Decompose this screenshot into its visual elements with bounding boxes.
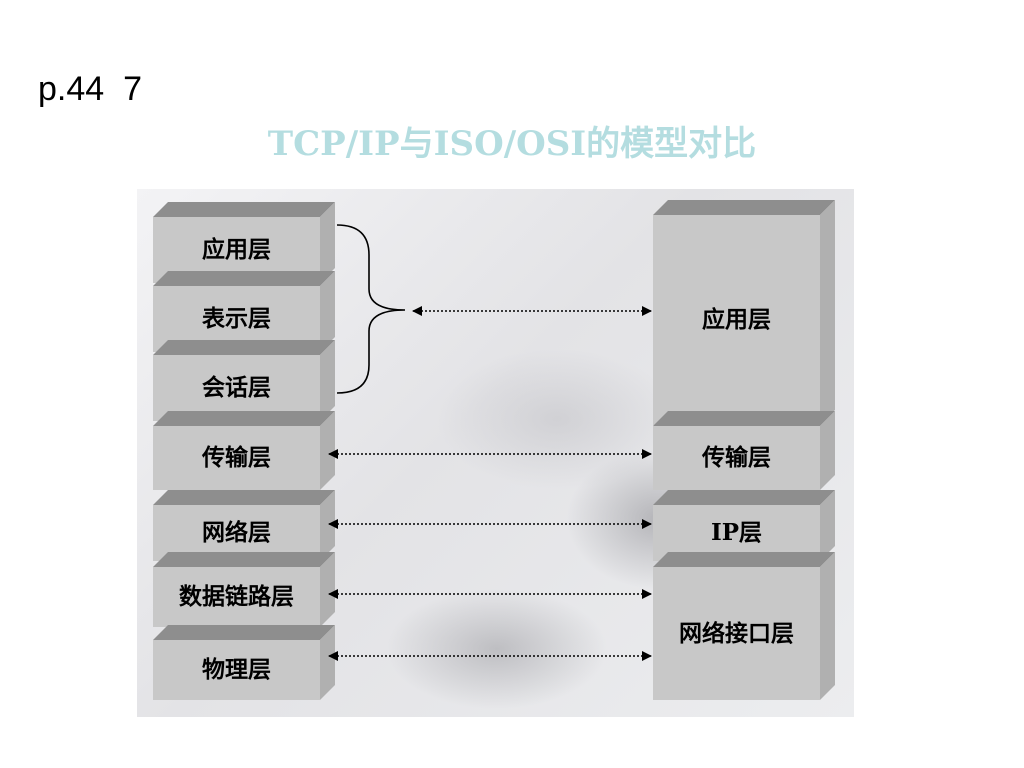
osi-layer-label-application: 应用层 xyxy=(202,236,271,263)
osi-layer-box-2-side xyxy=(320,271,335,352)
tcpip-layer-box-2-front xyxy=(653,426,820,490)
osi-layer-box-7-front xyxy=(153,640,320,700)
osi-layer-box-1-top xyxy=(153,202,335,217)
osi-layer-label-transport: 传输层 xyxy=(202,444,271,471)
osi-layer-box-6-top xyxy=(153,552,335,567)
model-comparison-figure: 应用层 表示层 会话层 传输层 网络层 数据链路层 物理层 应用层 传输层 IP… xyxy=(137,189,854,717)
tcpip-layer-box-4-top xyxy=(653,552,835,567)
tcpip-layer-label-interface: 网络接口层 xyxy=(679,620,794,647)
osi-layer-box-2-top xyxy=(153,271,335,286)
osi-layer-box-1-side xyxy=(320,202,335,283)
osi-layer-box-7-side xyxy=(320,625,335,700)
osi-layer-box-3-front xyxy=(153,355,320,421)
osi-layer-label-presentation: 表示层 xyxy=(202,305,271,332)
osi-stack xyxy=(153,202,335,700)
tcpip-layer-box-1-top xyxy=(653,200,835,215)
osi-layer-box-6 xyxy=(153,552,335,627)
osi-layer-box-4-top xyxy=(153,411,335,426)
diagram-graphics xyxy=(153,200,835,700)
osi-layer-label-datalink: 数据链路层 xyxy=(179,583,294,610)
osi-layer-box-5-side xyxy=(320,490,335,561)
diagram-title: TCP/IP与ISO/OSI的模型对比 xyxy=(267,124,757,164)
tcpip-layer-box-1-front xyxy=(653,215,820,425)
upper-layers-brace xyxy=(336,224,406,394)
tcpip-layer-box-2 xyxy=(653,411,835,490)
layer-mapping-arrows xyxy=(328,306,652,661)
tcpip-layer-box-1-side xyxy=(820,200,835,425)
tcpip-layer-box-4-front xyxy=(653,567,820,700)
tcpip-layer-box-4-side xyxy=(820,552,835,700)
tcpip-layer-box-3-front xyxy=(653,505,820,561)
tcpip-layer-label-application: 应用层 xyxy=(702,306,771,333)
osi-layer-box-7 xyxy=(153,625,335,700)
osi-layer-box-3-side xyxy=(320,340,335,421)
osi-layer-box-5-top xyxy=(153,490,335,505)
tcpip-layer-box-3-top xyxy=(653,490,835,505)
osi-layer-box-3 xyxy=(153,340,335,421)
osi-layer-box-5 xyxy=(153,490,335,561)
page-number-label: p.44 7 xyxy=(38,70,142,108)
tcpip-stack xyxy=(653,200,835,700)
osi-layer-label-network: 网络层 xyxy=(202,519,271,546)
osi-layer-box-4 xyxy=(153,411,335,490)
tcpip-layer-box-2-top xyxy=(653,411,835,426)
osi-layer-box-7-top xyxy=(153,625,335,640)
osi-layer-label-physical: 物理层 xyxy=(202,656,271,683)
tcpip-layer-label-transport: 传输层 xyxy=(702,444,771,471)
tcpip-layer-box-2-side xyxy=(820,411,835,490)
tcpip-layer-box-3-side xyxy=(820,490,835,561)
osi-layer-box-6-side xyxy=(320,552,335,627)
tcpip-layer-box-1 xyxy=(653,200,835,425)
tcpip-layer-box-3 xyxy=(653,490,835,561)
tcpip-layer-box-4 xyxy=(653,552,835,700)
osi-layer-box-4-front xyxy=(153,426,320,490)
osi-layer-box-5-front xyxy=(153,505,320,561)
osi-layer-box-3-top xyxy=(153,340,335,355)
osi-layer-box-6-front xyxy=(153,567,320,627)
tcpip-layer-label-ip: IP层 xyxy=(710,519,763,546)
osi-layer-box-4-side xyxy=(320,411,335,490)
osi-layer-label-session: 会话层 xyxy=(202,374,271,401)
